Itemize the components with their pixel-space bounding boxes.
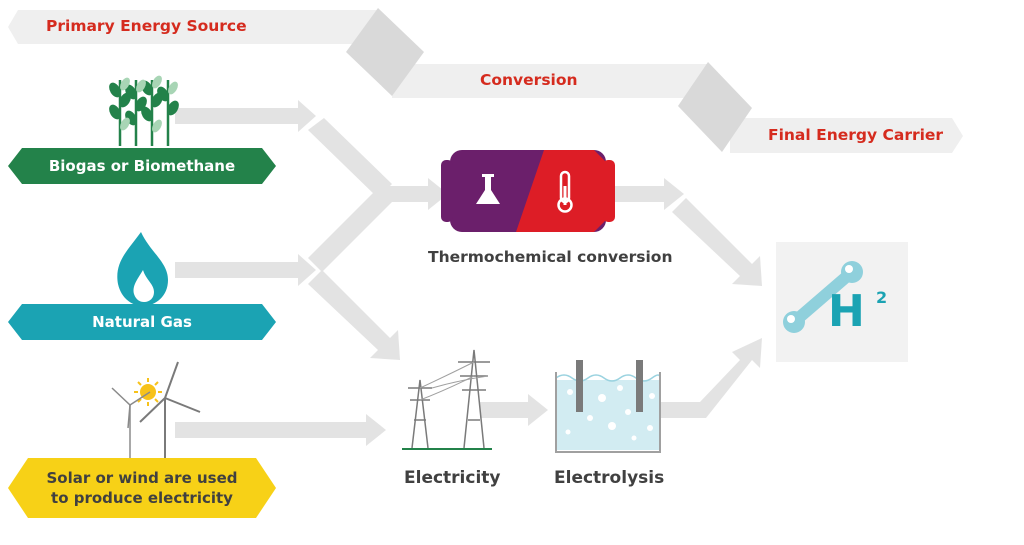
h2-molecule-icon [783,261,863,333]
biogas-banner [8,148,276,184]
renewables-banner [8,458,276,518]
arrow-gas-diag-up [308,188,392,272]
stage-banners [8,10,963,153]
arrow-gas-diag-down [308,270,400,360]
h2-subscript: 2 [876,288,888,307]
natural-gas-banner [8,304,276,340]
flow-arrows [175,100,762,446]
electrolysis-icon [555,360,661,453]
biogas-label: Biogas or Biomethane [48,157,236,175]
wind-turbine-icon [111,361,201,458]
stage-banner-final [730,118,963,153]
stage-diamond-2 [678,62,752,152]
stage-diamonds [346,8,752,152]
flame-icon [117,232,168,306]
arrow-biogas-out [175,100,316,132]
power-pylon-icon [408,349,490,449]
renewables-label-line-1: Solar or wind are used [46,469,238,487]
stage-label-primary: Primary Energy Source [46,17,247,35]
stage-banner-primary [8,10,388,44]
stage-label-final: Final Energy Carrier [768,126,944,144]
renewables-label-line-2: to produce electricity [51,489,233,507]
thermochemical-icon [441,150,615,232]
arrow-electricity-to-electrolysis [480,394,548,426]
flask-icon [476,174,500,204]
arrow-to-thermo [374,178,448,210]
stage-diamond-1 [346,8,424,96]
arrow-biogas-diag [308,118,392,198]
h2-symbol: H [828,286,865,337]
stage-label-conversion: Conversion [480,71,578,89]
sun-icon [134,378,162,406]
electricity-label: Electricity [404,468,501,488]
thermochemical-label: Thermochemical conversion [428,248,673,266]
arrow-renewables-out [175,414,386,446]
renewables-label: Solar or wind are used to produce electr… [8,468,276,508]
arrow-gas-out [175,254,316,286]
arrow-thermo-out [606,178,684,210]
plants-icon [109,75,179,146]
arrow-electrolysis-to-h2 [660,338,762,418]
thermometer-icon [557,170,573,213]
stage-banner-conversion [392,64,718,98]
electrolysis-label: Electrolysis [554,468,665,488]
arrow-thermo-to-h2 [672,198,762,286]
h2-box [776,242,908,362]
natural-gas-label: Natural Gas [92,313,192,331]
